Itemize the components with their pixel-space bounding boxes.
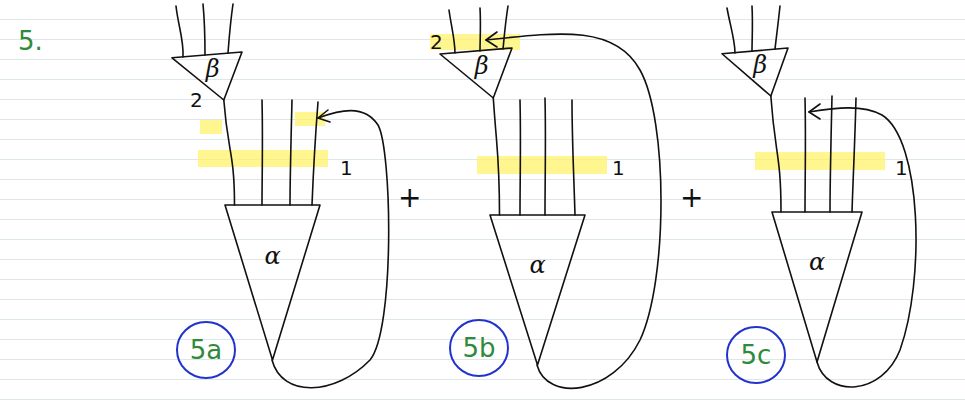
tag-circle-outline: [450, 320, 508, 376]
morphism-triangle: α: [772, 212, 862, 362]
plus-sign: +: [398, 184, 421, 212]
strand: [751, 6, 753, 51]
strand-label: 2: [430, 32, 443, 52]
highlight: [755, 152, 885, 170]
morphism-triangle: β: [440, 48, 512, 98]
composition-strand: [224, 100, 235, 205]
strand: [261, 100, 263, 205]
strand: [775, 6, 780, 49]
triangle-outline: [225, 205, 320, 360]
arrowhead: [809, 104, 820, 119]
strand: [852, 98, 856, 212]
morphism-name: β: [475, 54, 489, 78]
highlight: [430, 34, 520, 50]
strand-label: 1: [895, 158, 908, 178]
strand: [176, 6, 183, 57]
strand: [203, 4, 205, 55]
strand-label: 1: [340, 158, 353, 178]
morphism-name: β: [753, 53, 767, 77]
morphism-name: β: [206, 57, 220, 81]
morphism-triangle: α: [225, 205, 320, 360]
highlight: [200, 120, 222, 134]
tag-label: 5c: [741, 342, 772, 368]
highlight: [477, 156, 607, 174]
triangle-outline: [490, 215, 585, 365]
strand-label: 1: [612, 158, 625, 178]
triangle-outline: [722, 48, 788, 96]
strand: [519, 100, 521, 215]
arrowhead: [486, 32, 497, 47]
diagram-tag: 5a: [175, 320, 237, 380]
morphism-triangle: α: [490, 215, 585, 365]
triangle-outline: [440, 48, 512, 98]
tag-label: 5a: [190, 337, 222, 363]
plus-sign: +: [680, 184, 703, 212]
loop: [809, 108, 916, 387]
tag-circle-outline: [727, 327, 785, 383]
strand: [804, 98, 806, 212]
strand: [312, 102, 318, 205]
morphism-triangle: β: [722, 48, 788, 96]
strand: [572, 100, 575, 215]
strand: [830, 96, 832, 212]
diagram-tag: 5c: [725, 325, 787, 385]
strand: [727, 8, 735, 53]
strand: [503, 6, 508, 49]
triangle-outline: [490, 215, 585, 365]
diagram-tag: 5b: [448, 318, 510, 378]
strand: [449, 10, 455, 53]
morphism-name: α: [809, 250, 825, 274]
triangle-outline: [225, 205, 320, 360]
triangle-outline: [772, 212, 862, 362]
strand: [544, 98, 546, 215]
step-number: 5.: [18, 28, 43, 54]
strand-label: 2: [190, 90, 203, 110]
loop: [272, 111, 389, 388]
tag-label: 5b: [462, 335, 495, 361]
strand: [228, 4, 233, 53]
tag-circle-outline: [177, 322, 235, 378]
triangle-outline: [172, 52, 242, 100]
strand: [290, 100, 292, 205]
triangle-outline: [772, 212, 862, 362]
composition-strand: [771, 96, 781, 212]
strand: [479, 8, 481, 51]
composition-strand: [493, 98, 499, 215]
morphism-name: α: [529, 253, 545, 277]
loop: [486, 34, 661, 388]
morphism-name: α: [264, 244, 280, 268]
arrowhead: [318, 110, 330, 122]
morphism-triangle: β: [172, 52, 242, 100]
